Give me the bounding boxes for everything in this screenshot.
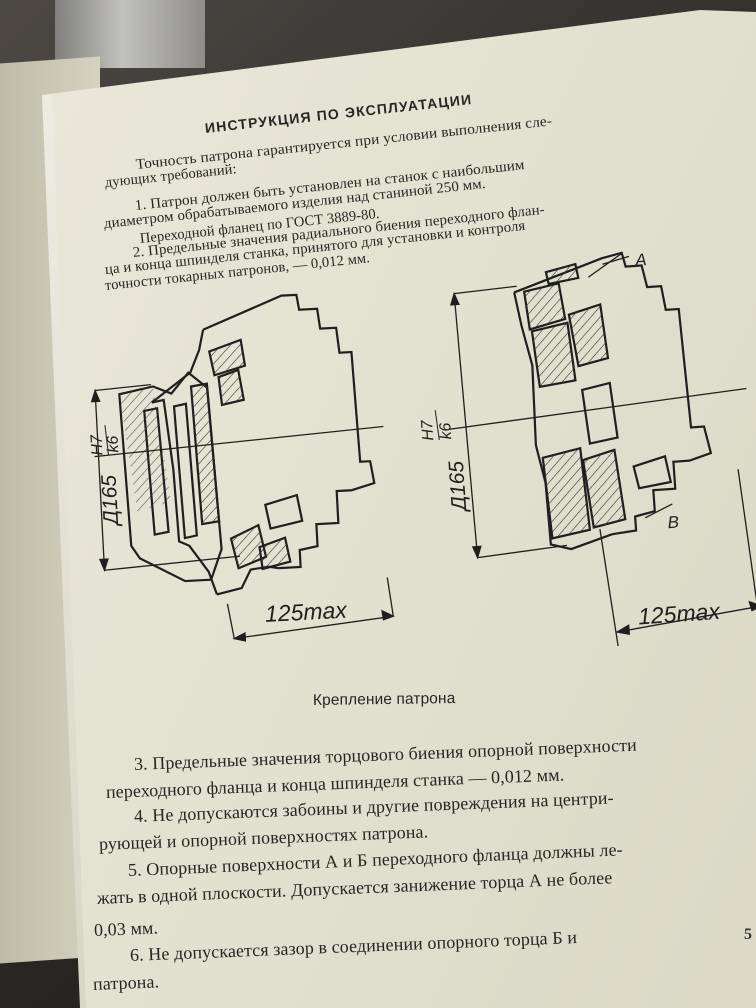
figure-caption: Крепление патрона: [312, 690, 456, 709]
label-b: В: [667, 513, 680, 533]
left-fit-numerator: H7: [88, 433, 106, 455]
right-length-label: 125max: [637, 598, 722, 630]
left-diameter-label: Д165: [98, 474, 124, 527]
right-chuck-mounting-drawing: Д165 H7 k6 А В 125max: [419, 250, 756, 647]
right-diameter-label: Д165: [445, 460, 472, 514]
label-a: А: [634, 250, 648, 270]
left-chuck-mounting-drawing: Д165 H7 k6 125max: [88, 293, 395, 642]
left-length-label: 125max: [264, 597, 349, 627]
left-fit-denominator: k6: [104, 435, 122, 453]
page-number: 5: [744, 926, 752, 943]
right-technical-drawing: Д165 H7 k6 А В 125max: [395, 218, 756, 671]
left-technical-drawing: Д165 H7 k6 125max: [76, 270, 407, 691]
requirement-6-line-2: патрона.: [92, 971, 160, 994]
right-fit-numerator: H7: [419, 419, 437, 442]
background-metal-object: [55, 0, 205, 68]
requirement-5-line-3: 0,03 мм.: [93, 917, 159, 940]
right-fit-denominator: k6: [437, 422, 455, 440]
requirement-6-line-1: 6. Не допускается зазор в соединении опо…: [129, 927, 578, 965]
